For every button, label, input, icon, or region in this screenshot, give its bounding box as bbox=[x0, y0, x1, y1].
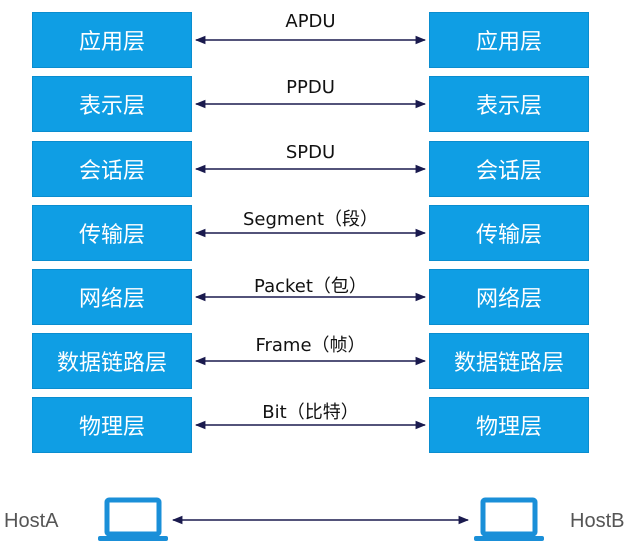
layer-box-left-datalink: 数据链路层 bbox=[32, 333, 192, 389]
layer-box-right-transport: 传输层 bbox=[429, 205, 589, 261]
layer-box-left-physical: 物理层 bbox=[32, 397, 192, 453]
layer-box-right-physical: 物理层 bbox=[429, 397, 589, 453]
layer-box-right-application: 应用层 bbox=[429, 12, 589, 68]
host-label-right: HostB bbox=[570, 510, 625, 532]
layer-box-left-application: 应用层 bbox=[32, 12, 192, 68]
host-label-left: HostA bbox=[4, 510, 59, 532]
pdu-label-application: APDU bbox=[285, 11, 336, 32]
layer-box-left-session: 会话层 bbox=[32, 141, 192, 197]
pdu-label-session: SPDU bbox=[285, 142, 336, 163]
layer-box-right-presentation: 表示层 bbox=[429, 76, 589, 132]
laptop-icon-left bbox=[98, 497, 168, 541]
laptop-icon-right bbox=[474, 497, 544, 541]
pdu-label-transport: Segment（段） bbox=[243, 209, 378, 230]
layer-box-left-network: 网络层 bbox=[32, 269, 192, 325]
layer-box-right-network: 网络层 bbox=[429, 269, 589, 325]
pdu-label-physical: Bit（比特） bbox=[262, 402, 359, 423]
layer-box-right-datalink: 数据链路层 bbox=[429, 333, 589, 389]
layer-box-left-transport: 传输层 bbox=[32, 205, 192, 261]
layer-box-right-session: 会话层 bbox=[429, 141, 589, 197]
pdu-label-datalink: Frame（帧） bbox=[255, 335, 366, 356]
pdu-label-network: Packet（包） bbox=[254, 276, 367, 297]
pdu-label-presentation: PPDU bbox=[286, 77, 335, 98]
layer-box-left-presentation: 表示层 bbox=[32, 76, 192, 132]
